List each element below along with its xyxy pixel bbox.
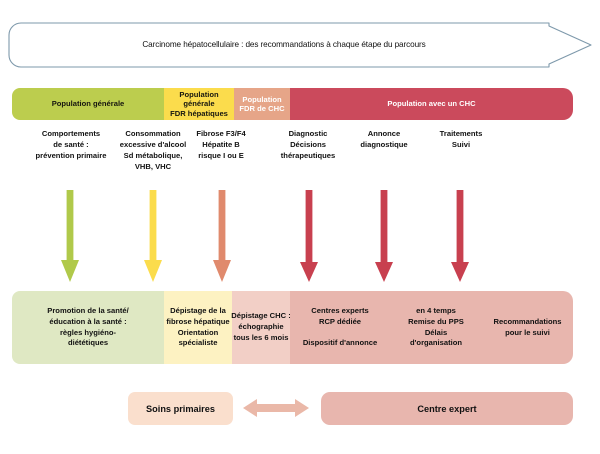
- panel-centres-experts: Centres experts RCP dédiée Dispositif d'…: [290, 291, 390, 364]
- band-population-generale-fdr-hepatiques: Population générale FDR hépatiques: [164, 88, 234, 120]
- panel-line: règles hygiéno-: [59, 327, 117, 337]
- caption-line: Diagnostic: [288, 129, 328, 138]
- arrow-down-traitements-icon: [451, 190, 469, 282]
- caption-fibrose-hepatite: Fibrose F3/F4 Hépatite B risque I ou E: [177, 128, 265, 161]
- panel-text: Dépistage CHC : échographie tous les 6 m…: [231, 311, 291, 343]
- panel-text: Dépistage de la fibrose hépatique Orient…: [166, 306, 229, 349]
- caption-comportements-de-sante: Comportements de santé : prévention prim…: [12, 128, 130, 161]
- band-label-line1: Population: [242, 94, 282, 104]
- panel-line: fibrose hépatique: [166, 316, 230, 326]
- panel-line: Dispositif d'annonce: [302, 338, 378, 348]
- caption-line: prévention primaire: [35, 151, 107, 160]
- panel-line: en 4 temps: [416, 305, 456, 315]
- band-label-line2: FDR hépatiques: [170, 108, 228, 118]
- panel-promotion-sante: Promotion de la santé/ éducation à la sa…: [12, 291, 164, 364]
- panel-line: Dépistage CHC :: [231, 311, 291, 321]
- caption-line: Traitements: [439, 129, 483, 138]
- flow-arrow-row: [0, 190, 600, 288]
- legend-soins-primaires: Soins primaires: [128, 392, 233, 425]
- arrow-down-diagnostic-icon: [300, 190, 318, 282]
- panel-text: Recommandations pour le suivi: [494, 317, 562, 339]
- panel-depistage-fibrose: Dépistage de la fibrose hépatique Orient…: [164, 291, 232, 364]
- legend-row: Soins primaires Centre expert: [0, 392, 600, 432]
- band-population-generale: Population générale: [12, 88, 164, 120]
- panel-line: Délais: [424, 327, 448, 337]
- caption-line: VHB, VHC: [134, 162, 172, 171]
- band-population-fdr-chc: Population FDR de CHC: [234, 88, 290, 120]
- panel-line: Recommandations: [493, 316, 562, 326]
- arrow-down-prevention-icon: [61, 190, 79, 282]
- band-label: Population FDR de CHC: [239, 95, 284, 114]
- panel-line: Dépistage de la: [170, 305, 226, 315]
- panel-line: tous les 6 mois: [233, 332, 289, 342]
- panel-centre-expert-group: Centres experts RCP dédiée Dispositif d'…: [290, 291, 573, 364]
- caption-line: risque I ou E: [198, 151, 244, 160]
- panel-line: Promotion de la santé/: [47, 305, 129, 315]
- arrow-down-depistage-chc-icon: [213, 190, 231, 282]
- panel-line: spécialiste: [178, 338, 218, 348]
- panel-line: Remise du PPS: [408, 316, 464, 326]
- panel-line: Centres experts: [311, 305, 369, 315]
- caption-line: thérapeutiques: [280, 151, 336, 160]
- panel-recommandations-suivi: Recommandations pour le suivi: [482, 291, 573, 364]
- panel-line: pour le suivi: [505, 327, 550, 337]
- action-panel-row: Promotion de la santé/ éducation à la sa…: [12, 291, 573, 364]
- caption-annonce-diagnostique: Annonce diagnostique: [338, 128, 430, 150]
- legend-label: Centre expert: [417, 403, 477, 414]
- band-label-line2: FDR de CHC: [239, 104, 285, 113]
- double-arrow-horizontal-icon: [243, 399, 309, 417]
- legend-label: Soins primaires: [146, 403, 215, 414]
- panel-depistage-chc: Dépistage CHC : échographie tous les 6 m…: [231, 291, 291, 364]
- banner-arrow: Carcinome hépatocellulaire : des recomma…: [8, 22, 592, 68]
- caption-line: Hépatite B: [202, 140, 240, 149]
- caption-line: de santé :: [53, 140, 89, 149]
- panel-line: RCP dédiée: [318, 316, 362, 326]
- caption-line: Consommation: [125, 129, 181, 138]
- band-label-line1: Population générale: [179, 90, 219, 109]
- band-label: Population avec un CHC: [387, 99, 476, 109]
- panel-annonce-4-temps: en 4 temps Remise du PPS Délais d'organi…: [390, 291, 482, 364]
- caption-line: Comportements: [41, 129, 101, 138]
- caption-diagnostic-decisions: Diagnostic Décisions thérapeutiques: [257, 128, 359, 161]
- panel-line: d'organisation: [409, 338, 462, 348]
- panel-text: Promotion de la santé/ éducation à la sa…: [47, 306, 128, 349]
- panel-line: diététiques: [67, 338, 109, 348]
- population-band-row: Population générale Population générale …: [12, 88, 573, 120]
- arrow-down-depistage-fibrose-icon: [144, 190, 162, 282]
- panel-line: éducation à la santé :: [49, 316, 127, 326]
- caption-line: Décisions: [290, 140, 326, 149]
- caption-line: Suivi: [451, 140, 471, 149]
- stage-caption-row: Comportements de santé : prévention prim…: [0, 128, 600, 188]
- panel-text: Centres experts RCP dédiée Dispositif d'…: [303, 306, 377, 349]
- band-label: Population générale: [51, 99, 125, 109]
- right-arrow-icon: [8, 22, 592, 68]
- panel-text: en 4 temps Remise du PPS Délais d'organi…: [408, 306, 464, 349]
- caption-traitements-suivi: Traitements Suivi: [420, 128, 502, 150]
- caption-line: Annonce: [367, 129, 401, 138]
- panel-line: échographie: [238, 322, 284, 332]
- caption-line: Fibrose F3/F4: [196, 129, 246, 138]
- caption-line: Sd métabolique,: [123, 151, 183, 160]
- caption-consommation-alcool: Consommation excessive d'alcool Sd métab…: [98, 128, 208, 172]
- panel-line: Orientation: [177, 327, 219, 337]
- banner-title: Carcinome hépatocellulaire : des recomma…: [142, 40, 426, 50]
- band-population-avec-chc: Population avec un CHC: [290, 88, 573, 120]
- arrow-down-annonce-icon: [375, 190, 393, 282]
- caption-line: diagnostique: [360, 140, 408, 149]
- band-label: Population générale FDR hépatiques: [167, 90, 231, 118]
- caption-line: excessive d'alcool: [119, 140, 187, 149]
- legend-centre-expert: Centre expert: [321, 392, 573, 425]
